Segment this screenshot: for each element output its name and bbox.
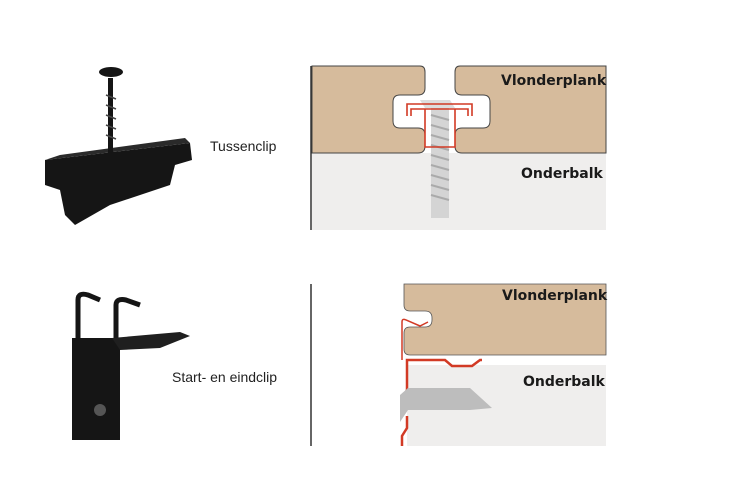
- start-eindclip-plank-label: Vlonderplank: [502, 288, 608, 304]
- tussenclip-label: Tussenclip: [210, 138, 277, 154]
- tussenclip-section-diagram: [310, 65, 607, 230]
- tussenclip-plank-label: Vlonderplank: [501, 73, 607, 89]
- start-eindclip-label: Start- en eindclip: [172, 369, 278, 385]
- start-eindclip-section-diagram: [310, 283, 607, 446]
- tussenclip-beam-label: Onderbalk: [521, 166, 603, 182]
- tussenclip-product-image: [45, 67, 192, 225]
- start-eindclip-product-image: [72, 291, 190, 440]
- start-eindclip-beam-label: Onderbalk: [523, 374, 605, 390]
